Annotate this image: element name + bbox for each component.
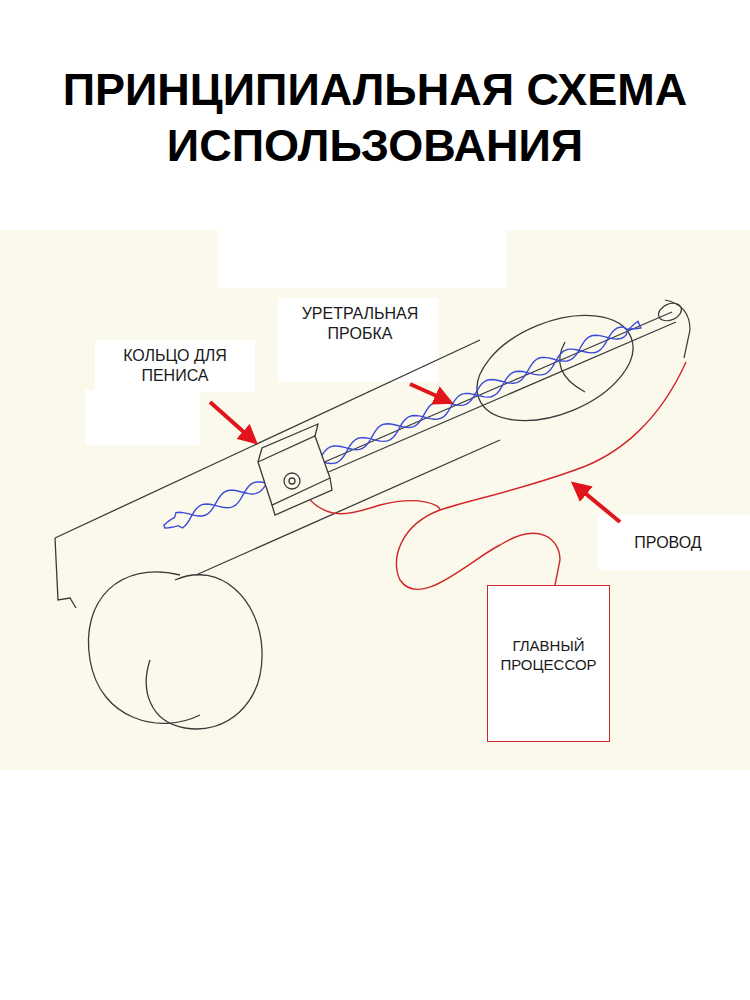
ring-band <box>258 436 330 505</box>
urethral-plug <box>164 321 641 528</box>
blank-patch <box>598 515 750 570</box>
penis-ring <box>258 424 332 515</box>
ring-band-top <box>258 424 318 462</box>
testicle <box>146 575 262 729</box>
blank-patch <box>278 298 438 382</box>
glans <box>462 295 649 442</box>
box-text: ГЛАВНЫЙ ПРОЦЕССОР <box>494 636 603 674</box>
leader-arrows <box>210 384 620 522</box>
part-label: КОЛЬЦО ДЛЯ ПЕНИСА <box>113 346 238 386</box>
shaft-bottom <box>196 440 500 575</box>
part-label: ПРОВОД <box>608 533 728 553</box>
blank-patch <box>85 390 200 445</box>
body-outline <box>55 295 648 729</box>
blank-patch <box>218 230 506 288</box>
background-panel <box>0 230 750 770</box>
ring-terminal <box>284 473 300 489</box>
page-title: ПРИНЦИПИАЛЬНАЯ СХЕМА ИСПОЛЬЗОВАНИЯ <box>0 62 750 174</box>
plug-cap <box>665 300 690 358</box>
shaft-top <box>55 340 480 538</box>
processor-box: ГЛАВНЫЙ ПРОЦЕССОР <box>487 585 610 742</box>
wire <box>310 362 686 589</box>
rod-line <box>296 322 676 486</box>
part-label: УРЕТРАЛЬНАЯ ПРОБКА <box>290 304 430 344</box>
testicle <box>88 572 200 724</box>
leader-arrow <box>574 484 620 522</box>
blank-patch <box>95 340 255 392</box>
ring-terminal <box>289 478 295 484</box>
shaft-base <box>55 538 76 608</box>
plug-tip <box>656 300 684 324</box>
wire-plug <box>396 362 686 589</box>
leader-arrow <box>210 402 255 442</box>
wire-ring <box>310 500 440 514</box>
leader-arrow <box>410 384 450 402</box>
